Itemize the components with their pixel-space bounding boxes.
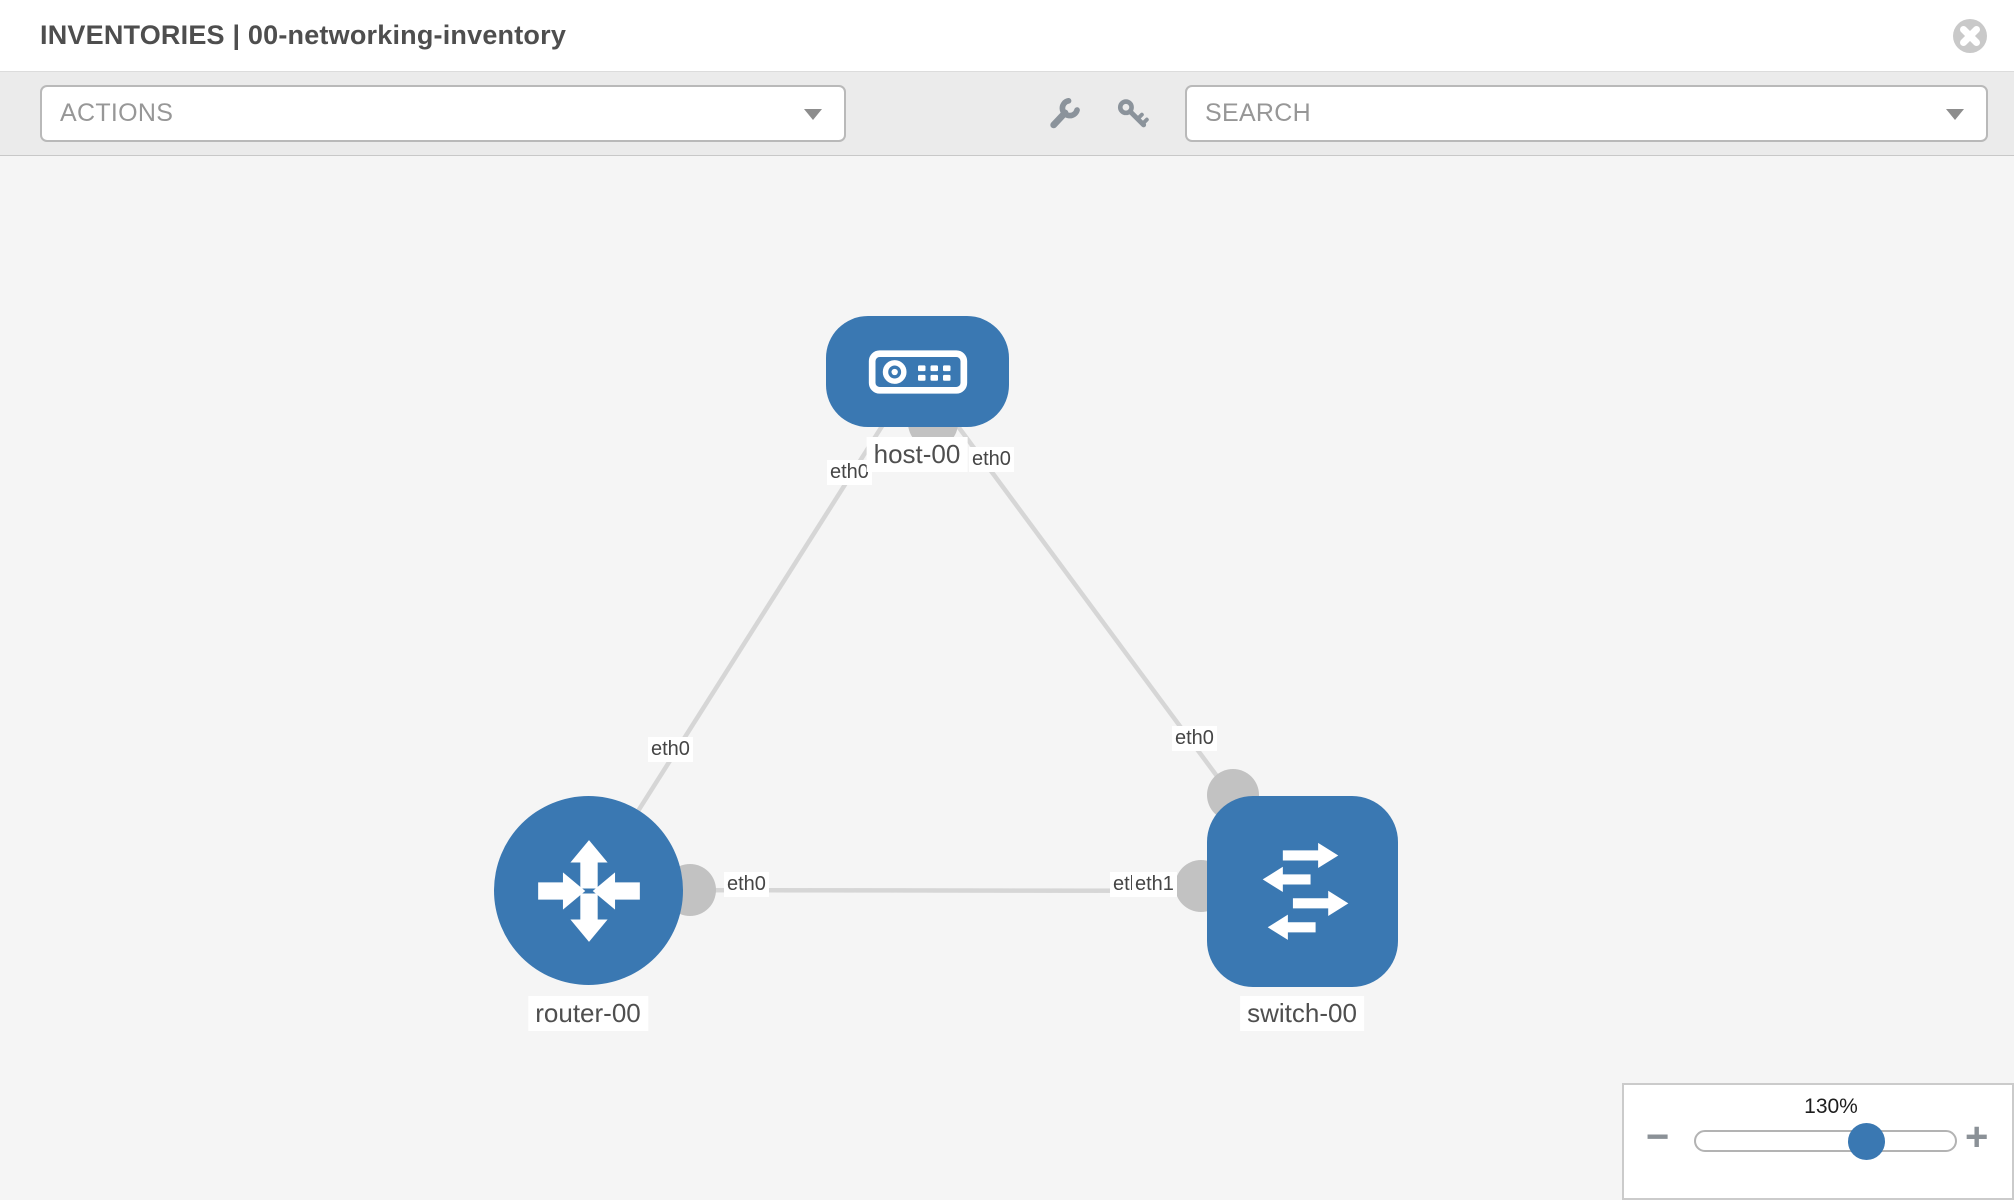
zoom-out-button[interactable]: − xyxy=(1646,1115,1670,1159)
node-label-router: router-00 xyxy=(528,996,648,1031)
actions-dropdown-label: ACTIONS xyxy=(60,99,174,127)
toolbar: ACTIONS SEARCH xyxy=(0,72,2014,156)
close-icon xyxy=(1953,19,1987,53)
interface-label: eth0 xyxy=(724,872,769,897)
router-icon xyxy=(537,839,640,942)
wrench-button[interactable] xyxy=(1041,91,1089,139)
chevron-down-icon xyxy=(1946,109,1964,120)
zoom-slider-track[interactable] xyxy=(1694,1123,1957,1160)
interface-label: eth0 xyxy=(969,447,1014,472)
zoom-level: 130% xyxy=(1804,1095,1858,1118)
interface-label: eth0 xyxy=(648,737,693,762)
header: INVENTORIES | 00-networking-inventory xyxy=(0,0,2014,72)
node-label-switch: switch-00 xyxy=(1240,996,1364,1031)
node-host-00[interactable] xyxy=(826,316,1009,427)
node-switch-00[interactable] xyxy=(1207,796,1398,987)
edge-layer xyxy=(586,369,1304,894)
close-button[interactable] xyxy=(1952,18,1988,54)
node-label-host: host-00 xyxy=(866,437,968,472)
actions-dropdown[interactable]: ACTIONS xyxy=(40,85,846,142)
interface-label: eth0 xyxy=(827,460,872,485)
key-button[interactable] xyxy=(1109,91,1157,139)
wrench-icon xyxy=(1050,98,1080,129)
search-dropdown-label: SEARCH xyxy=(1205,99,1311,127)
interface-label: eth1 xyxy=(1132,872,1177,897)
zoom-slider-thumb[interactable] xyxy=(1848,1123,1885,1160)
edge-host-router xyxy=(586,369,919,892)
host-icon xyxy=(868,349,967,394)
interface-label: eth0 xyxy=(1172,726,1217,751)
zoom-panel: 130% − + xyxy=(1622,1083,2014,1200)
node-router-00[interactable] xyxy=(494,796,683,985)
topology-canvas[interactable]: host-00 router-00 switch-00 eth0 eth0 et… xyxy=(0,156,2014,1200)
key-icon xyxy=(1117,99,1149,128)
page-title: INVENTORIES | 00-networking-inventory xyxy=(40,20,567,50)
switch-icon xyxy=(1262,842,1348,940)
zoom-in-button[interactable]: + xyxy=(1965,1115,1989,1159)
search-dropdown[interactable]: SEARCH xyxy=(1185,85,1988,142)
chevron-down-icon xyxy=(804,109,822,120)
